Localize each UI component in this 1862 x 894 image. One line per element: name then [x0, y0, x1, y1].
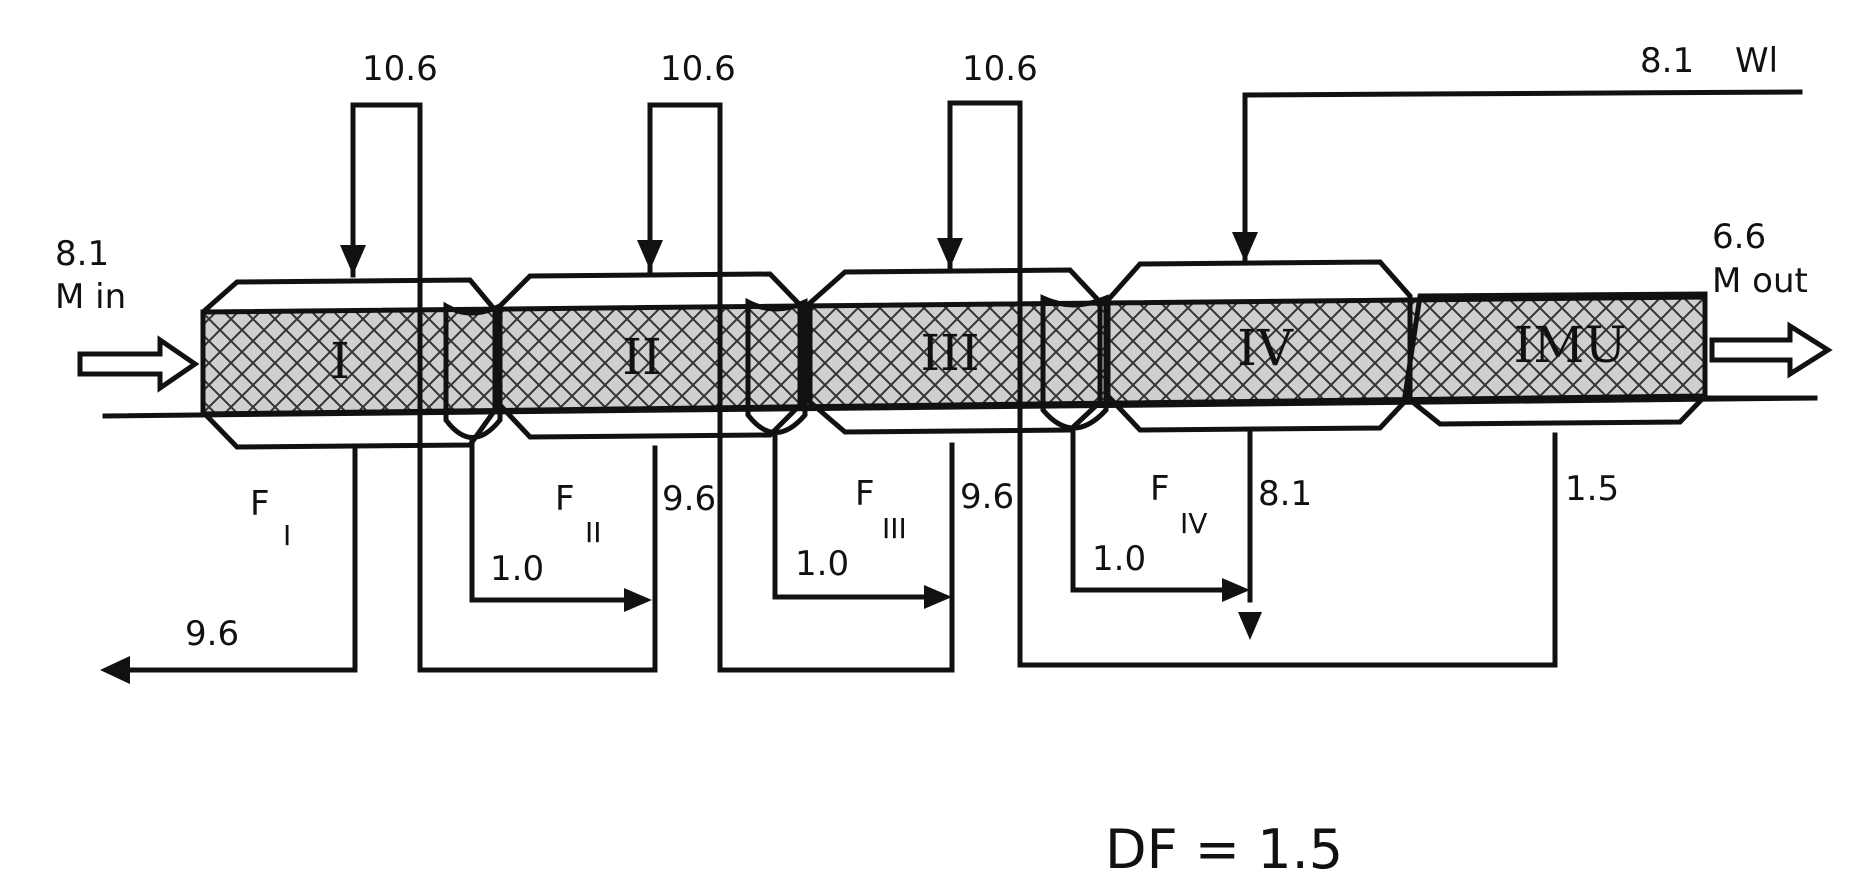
wash-in-total-value: 8.1	[1640, 41, 1694, 81]
recycle-value-3: 9.6	[960, 477, 1014, 517]
stage-label-3: III	[920, 324, 979, 382]
wash-in-value-1: 10.6	[362, 49, 438, 89]
filtrate-sub-1: I	[283, 519, 291, 552]
bypass-arrow-3	[924, 585, 952, 609]
wash-in-label: Wl	[1735, 41, 1778, 81]
membrane-out-value: 6.6	[1712, 217, 1766, 257]
bypass-value-2: 1.0	[490, 549, 544, 589]
membrane-in-value: 8.1	[55, 234, 109, 274]
stage-label-imu: IMU	[1513, 316, 1626, 374]
membrane-in-arrow	[80, 340, 195, 388]
dilution-factor: DF = 1.5	[1105, 818, 1343, 881]
stage-label-1: I	[330, 332, 350, 390]
filtrate-sub-2: II	[585, 516, 602, 549]
stage-label-2: II	[622, 328, 662, 386]
recycle-value-4: 8.1	[1258, 474, 1312, 514]
membrane-out-arrow	[1712, 326, 1828, 374]
filtrate-label-4: F	[1150, 469, 1170, 509]
stage-label-4: IV	[1237, 319, 1294, 377]
filtrate-label-1: F	[250, 484, 270, 524]
filtrate-sub-3: III	[882, 512, 907, 545]
bypass-value-4: 1.0	[1092, 539, 1146, 579]
bypass-arrow-4	[1222, 578, 1250, 602]
filtrate-label-2: F	[555, 479, 575, 519]
filtrate-sub-4: IV	[1180, 507, 1207, 540]
recycle-value-2: 9.6	[662, 479, 716, 519]
membrane-in-label: M in	[55, 277, 126, 317]
wash-arrow-2	[637, 240, 663, 270]
waste-out-value: 9.6	[185, 614, 239, 654]
wash-arrow-3	[937, 238, 963, 268]
wash-arrow-4	[1232, 232, 1258, 262]
wash-in-value-3: 10.6	[962, 49, 1038, 89]
wash-in-value-2: 10.6	[660, 49, 736, 89]
membrane-out-label: M out	[1712, 261, 1808, 301]
stage4-drop-arrow	[1238, 612, 1262, 640]
bypass-arrow-2	[624, 588, 652, 612]
bypass-value-3: 1.0	[795, 544, 849, 584]
filtrate-label-3: F	[855, 474, 875, 514]
wash-arrow-1	[340, 245, 366, 275]
imu-out-value: 1.5	[1565, 469, 1619, 509]
waste-arrow	[100, 656, 130, 684]
